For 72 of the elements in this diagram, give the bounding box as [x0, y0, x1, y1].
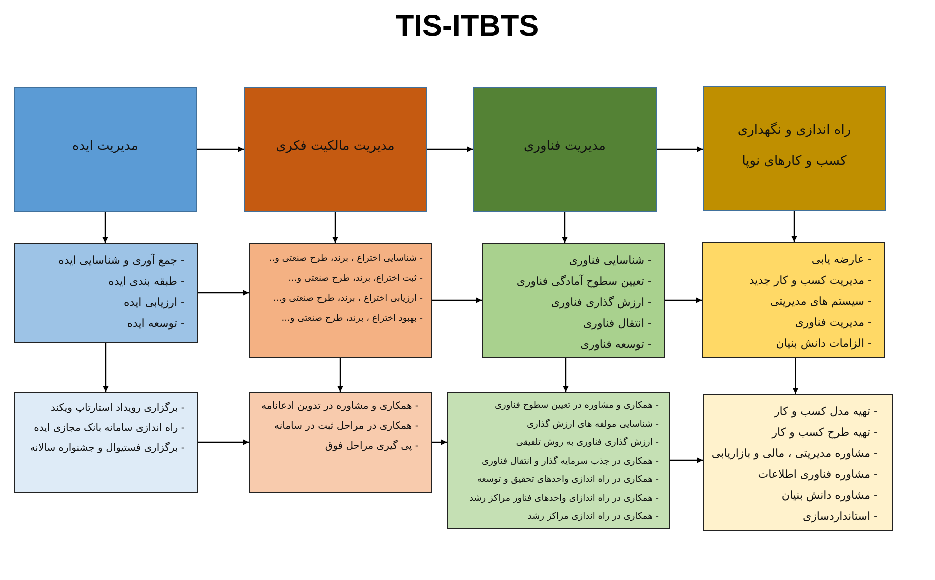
list-item: - پی گیری مراحل فوق	[325, 441, 419, 452]
list-item: - تهیه مدل کسب و کار	[774, 405, 878, 418]
list-item: - ارزش گذاری فناوری به روش تلفیقی	[516, 438, 659, 448]
process-box	[447, 392, 670, 529]
arrow	[198, 290, 249, 296]
list-item: - طبقه بندی ایده	[108, 275, 185, 288]
list-item: - شناسایی مولفه های ارزش گذاری	[526, 420, 659, 430]
list-item: - همکاری در جذب سرمایه گذار و انتقال فناوری	[482, 456, 659, 466]
process-box	[703, 86, 886, 211]
list-item: - تعیین سطوح آمادگی فناوری	[516, 275, 652, 288]
arrow	[432, 440, 447, 446]
list-item: - ارزیابی ایده	[124, 296, 185, 309]
arrow	[198, 440, 249, 446]
box-heading: مدیریت فناوری	[523, 139, 607, 154]
arrow	[792, 211, 798, 242]
list-item: - شناسایی فناوری	[569, 254, 652, 267]
list-item: - همکاری در مراحل ثبت در سامانه	[274, 421, 419, 432]
process-box	[244, 87, 427, 212]
arrow	[197, 146, 244, 152]
list-item: - مدیریت کسب و کار جدید	[749, 274, 872, 287]
list-item: - جمع آوری و شناسایی ایده	[58, 254, 185, 267]
process-box	[702, 242, 885, 358]
list-item: - ارزیابی اختراع ، برند، طرح صنعتی و...	[273, 294, 423, 304]
process-box	[703, 394, 893, 531]
list-item: - سیستم های مدیریتی	[770, 295, 872, 308]
list-item: - همکاری در راه اندازای واحدهای فناور مراکز رشد	[470, 494, 659, 504]
arrow	[427, 146, 473, 152]
list-item: - الزامات دانش بنیان	[776, 337, 872, 350]
arrow	[563, 358, 569, 392]
list-item: - انتقال فناوری	[584, 317, 652, 330]
list-item: - ثبت اختراع، برند، طرح صنعتی و...	[288, 274, 423, 284]
process-box	[14, 87, 197, 212]
list-item: - راه اندازی سامانه بانک مجازی ایده	[34, 423, 185, 434]
arrow	[562, 212, 568, 243]
list-item: - شناسایی اختراع ، برند، طرح صنعتی و..	[269, 254, 423, 264]
arrow	[792, 358, 799, 394]
process-box	[249, 243, 432, 358]
arrow	[670, 458, 703, 464]
process-box	[14, 243, 198, 343]
list-item: - مشاوره دانش بنیان	[782, 489, 878, 502]
arrow	[102, 212, 108, 243]
list-item: - مشاوره فناوری اطلاعات	[758, 468, 878, 481]
arrow	[332, 212, 338, 243]
list-item: - مشاوره مدیریتی ، مالی و بازاریابی	[712, 447, 878, 460]
process-box	[14, 392, 198, 493]
list-item: - عارضه یابی	[812, 253, 872, 266]
list-item: - مدیریت فناوری	[795, 316, 872, 329]
list-item: - توسعه ایده	[127, 317, 185, 330]
arrow	[338, 358, 344, 392]
list-item: - همکاری و مشاوره در تدوین ادعانامه	[262, 401, 419, 412]
arrow	[103, 343, 109, 392]
box-heading: مدیریت ایده	[72, 139, 140, 154]
box-heading: مدیریت مالکیت فکری	[275, 139, 396, 154]
list-item: - همکاری در راه اندازی واحدهای تحقیق و توسعه	[477, 475, 659, 485]
list-item: - توسعه فناوری	[580, 338, 652, 351]
box-heading: راه اندازی و نگهداری	[736, 122, 852, 138]
arrow	[665, 298, 702, 304]
list-item: - برگزاری فستیوال و جشنواره سالانه	[30, 443, 185, 454]
list-item: - ارزش گذاری فناوری	[551, 296, 652, 309]
process-box	[473, 87, 657, 212]
list-item: - همکاری در راه اندازی مراکز رشد	[528, 512, 659, 522]
arrow	[432, 298, 482, 304]
title: TIS-ITBTS	[396, 10, 540, 44]
list-item: - برگزاری رویداد استارتاپ ویکند	[51, 403, 185, 414]
list-item: - تهیه طرح کسب و کار	[772, 426, 878, 439]
box-heading: کسب و کارهای نوپا	[741, 154, 848, 168]
list-item: - بهبود اختراع ، برند، طرح صنعتی و...	[282, 314, 423, 324]
process-box	[249, 392, 432, 493]
list-item: - استانداردسازی	[802, 510, 878, 523]
list-item: - همکاری و مشاوره در تعیین سطوح فناوری	[494, 401, 659, 411]
process-box	[482, 243, 665, 358]
arrow	[657, 146, 703, 152]
